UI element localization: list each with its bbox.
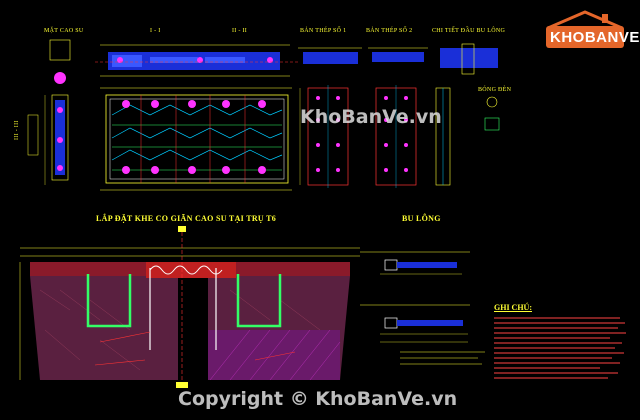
watermark-mid: KhoBanVe.vn — [300, 106, 442, 128]
steel-plate-1 — [298, 47, 362, 188]
label-main-title: LẮP ĐẶT KHE CO GIÃN CAO SU TẠI TRỤ T6 — [96, 214, 277, 223]
side-elevation-view — [27, 39, 71, 185]
label-section-1: I - I — [150, 28, 161, 34]
notes-title: GHI CHÚ: — [494, 303, 532, 312]
label-bong-den: BÓNG ĐÈN — [478, 87, 512, 93]
watermark-bottom: Copyright © KhoBanVe.vn — [178, 388, 458, 410]
installation-section — [19, 226, 360, 388]
bolt-detail — [360, 251, 470, 343]
logo-badge — [546, 26, 624, 48]
label-ban-thep-2: BẢN THÉP SỐ 2 — [366, 28, 413, 34]
logo-text: KHOBANVE — [550, 29, 640, 46]
khobanve-logo: KHOBANVE — [540, 10, 639, 52]
steel-plate-2 — [368, 47, 428, 188]
bolt-head-detail — [435, 43, 500, 186]
label-bu-long: BU LÔNG — [402, 214, 441, 223]
house-roof-icon — [547, 10, 623, 30]
label-mat-cao-su: MẶT CAO SU — [44, 28, 84, 34]
label-side-section: III - III — [14, 120, 20, 140]
label-chi-tiet: CHI TIẾT ĐẦU BU LÔNG — [432, 28, 506, 34]
notes-lines — [494, 317, 626, 379]
label-section-2: II - II — [232, 28, 248, 34]
notes-lines-yellow — [400, 351, 485, 365]
top-plan-view — [95, 44, 300, 191]
label-ban-thep-1: BẢN THÉP SỐ 1 — [300, 28, 347, 34]
